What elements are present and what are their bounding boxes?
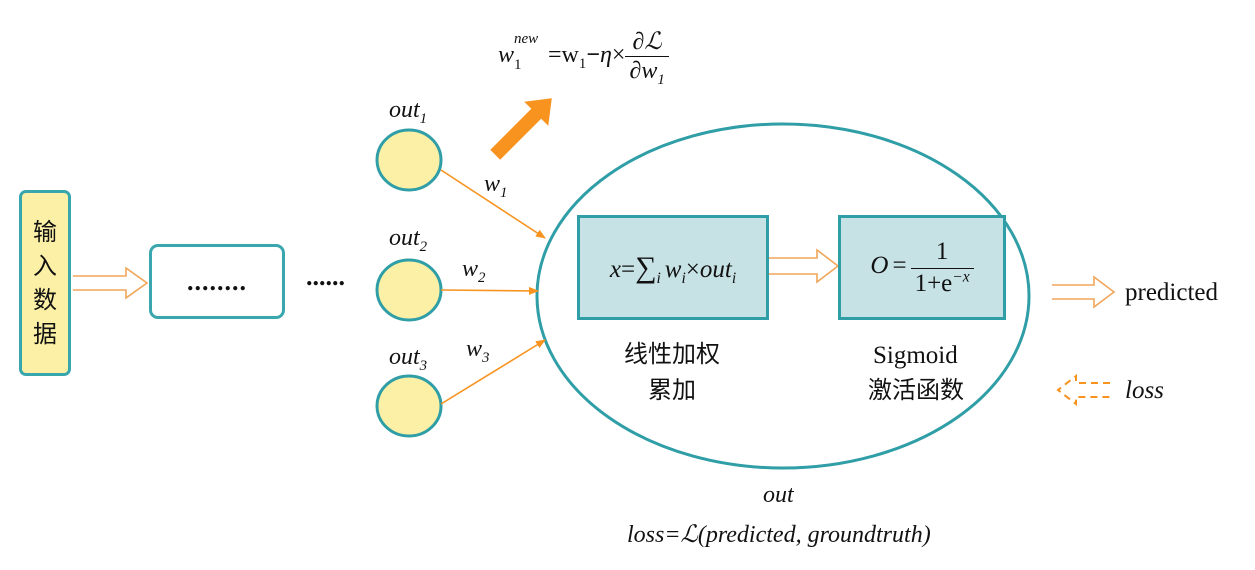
hollow-arrow-predicted <box>1052 275 1116 309</box>
node-out-1 <box>375 128 443 192</box>
linear-caption-line2: 累加 <box>648 376 696 404</box>
node-label-out-1: out1 <box>389 97 428 127</box>
update-arrow <box>490 98 552 160</box>
out-label: out <box>763 482 794 508</box>
input-label-char-2: 入 <box>33 252 57 280</box>
input-label-char-4: 据 <box>33 320 57 348</box>
hidden-layers-box: ........ <box>149 244 285 319</box>
hollow-arrow-linear-to-sigmoid <box>769 248 840 284</box>
loss-label: loss <box>1125 377 1164 404</box>
loss-back-arrow <box>1056 373 1110 407</box>
edge-w3 <box>440 339 546 405</box>
hollow-arrow-input <box>73 266 149 300</box>
input-data-box: 输 入 数 据 <box>19 190 71 376</box>
neuron-ellipse <box>535 122 1031 470</box>
predicted-label: predicted <box>1125 279 1219 306</box>
sigmoid-caption-line1: Sigmoid <box>873 342 958 369</box>
hidden-layers-dots: ........ <box>187 266 247 296</box>
node-out-3 <box>375 374 443 438</box>
edge-w1 <box>440 169 546 239</box>
node-out-2 <box>375 258 443 322</box>
edge-w2 <box>440 286 539 295</box>
sigmoid-caption-line2: 激活函数 <box>868 376 964 404</box>
ellipsis: ...... <box>306 262 345 291</box>
linear-caption-line1: 线性加权 <box>624 340 720 368</box>
input-label-char-1: 输 <box>33 218 57 246</box>
weight-label-w2: w2 <box>462 256 486 286</box>
weight-label-w1: w1 <box>484 171 508 201</box>
weight-label-w3: w3 <box>466 336 490 366</box>
node-label-out-3: out3 <box>389 344 428 374</box>
loss-formula: loss=ℒ(predicted, groundtruth) <box>627 522 931 548</box>
node-label-out-2: out2 <box>389 225 428 255</box>
input-label-char-3: 数 <box>33 286 57 314</box>
